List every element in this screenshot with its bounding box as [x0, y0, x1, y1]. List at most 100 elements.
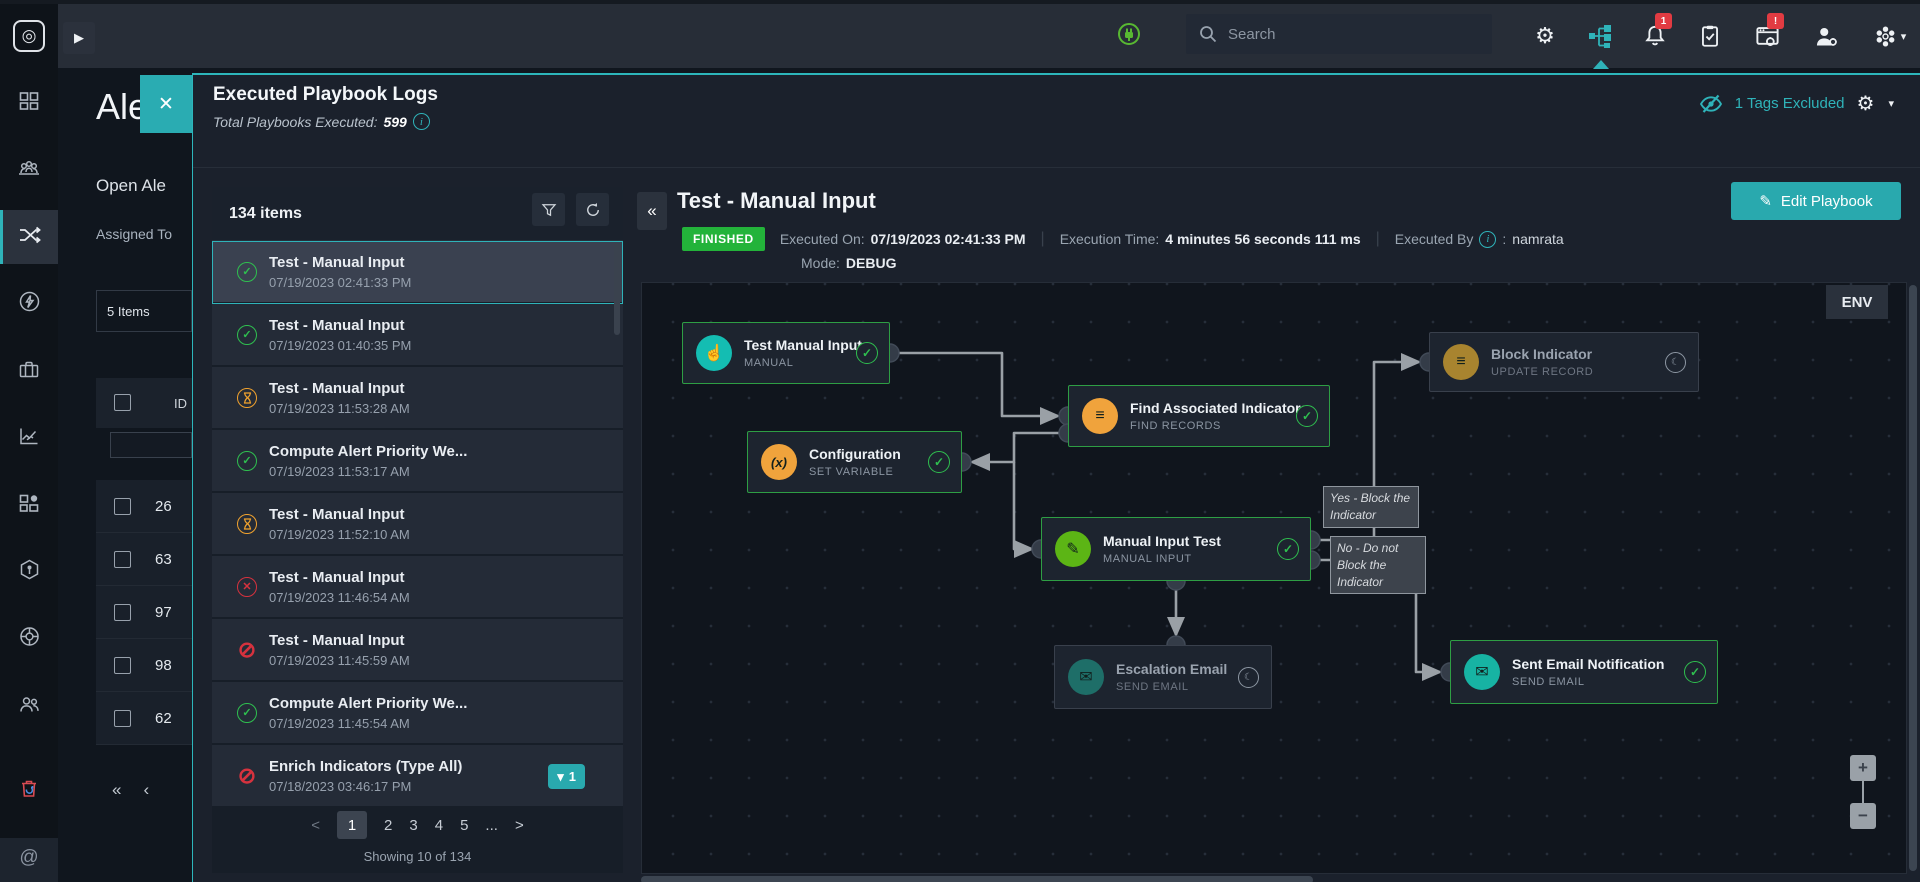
- executed-by-value: namrata: [1512, 231, 1564, 247]
- services-cluster-icon[interactable]: ▾: [1866, 20, 1912, 52]
- sidebar-item-dashboard-grid[interactable]: [0, 76, 58, 130]
- refresh-button[interactable]: [576, 193, 609, 226]
- column-filter-input[interactable]: [110, 432, 192, 458]
- edit-playbook-button[interactable]: ✎ Edit Playbook: [1731, 182, 1901, 220]
- pagination-next[interactable]: >: [514, 816, 524, 834]
- pagination-page[interactable]: 2: [384, 816, 393, 834]
- system-settings-window-icon[interactable]: !: [1751, 13, 1784, 52]
- app-logo[interactable]: ◎: [0, 4, 58, 68]
- select-all-checkbox[interactable]: [114, 394, 131, 411]
- sidebar-item-reports-chart[interactable]: [0, 411, 58, 465]
- pagination-page[interactable]: 4: [434, 816, 444, 834]
- total-executed-value: 599: [383, 113, 407, 130]
- execution-title: Test - Manual Input: [269, 631, 405, 649]
- global-search[interactable]: Search: [1186, 14, 1492, 54]
- row-checkbox[interactable]: [114, 656, 131, 674]
- sidebar-item-case-briefcase[interactable]: [0, 344, 58, 398]
- sidebar-item-automation-flash[interactable]: [0, 277, 58, 331]
- env-button[interactable]: ENV: [1826, 285, 1888, 319]
- connector-status-icon[interactable]: [1115, 20, 1143, 53]
- row-id: 97: [155, 603, 172, 621]
- sidebar-item-recycle-bin[interactable]: [0, 764, 58, 818]
- system-badge: !: [1767, 13, 1784, 29]
- execution-time-value: 4 minutes 56 seconds 111 ms: [1165, 231, 1361, 247]
- sidebar-item-people[interactable]: [0, 679, 58, 733]
- sidebar-item-team-queue[interactable]: [0, 143, 58, 197]
- info-icon[interactable]: i: [412, 113, 430, 130]
- pointer-icon: ☝: [696, 335, 732, 371]
- expand-menu-button[interactable]: ▶: [63, 22, 95, 54]
- sidebar-item-mentions-at[interactable]: @: [0, 831, 58, 882]
- canvas-horizontal-scrollbar[interactable]: [641, 876, 1313, 882]
- page-pagination[interactable]: «‹: [112, 780, 172, 799]
- pagination-page[interactable]: 3: [409, 816, 418, 834]
- open-alerts-link[interactable]: Open Ale: [96, 176, 166, 195]
- playbooks-flow-icon[interactable]: [1584, 20, 1616, 52]
- sidebar-item-hub-wheel[interactable]: [0, 612, 58, 666]
- pencil-icon: ✎: [1759, 193, 1772, 210]
- eye-slash-icon[interactable]: [1699, 93, 1723, 115]
- sidebar-item-widgets[interactable]: [0, 478, 58, 532]
- executed-by-info-icon[interactable]: i: [1479, 230, 1497, 248]
- items-count-box: 5 Items: [96, 290, 192, 332]
- table-row[interactable]: 97: [96, 586, 192, 639]
- pagination-ellipsis[interactable]: ...: [485, 816, 498, 834]
- list-scrollbar[interactable]: [614, 243, 620, 335]
- pagination-page[interactable]: 5: [460, 816, 469, 834]
- success-check-icon: ✓: [237, 450, 257, 471]
- tags-excluded-label[interactable]: 1 Tags Excluded: [1734, 95, 1845, 112]
- notifications-bell-icon[interactable]: 1: [1639, 13, 1672, 52]
- sidebar-footer: [0, 838, 58, 882]
- row-checkbox[interactable]: [114, 550, 131, 568]
- canvas-vertical-scrollbar[interactable]: [1909, 285, 1917, 871]
- sidebar-item-incident-shuffle[interactable]: [0, 210, 58, 264]
- execution-list-item[interactable]: ✓Compute Alert Priority We...07/19/2023 …: [212, 682, 623, 745]
- row-checkbox[interactable]: [114, 603, 131, 621]
- pending-input-badge[interactable]: ▾1: [548, 764, 585, 789]
- collapse-panel-button[interactable]: «: [637, 192, 667, 230]
- table-row[interactable]: 63: [96, 533, 192, 586]
- zoom-in-button[interactable]: +: [1850, 755, 1876, 781]
- node-title: Manual Input Test: [1103, 533, 1221, 549]
- tasks-clipboard-icon[interactable]: [1694, 20, 1726, 52]
- settings-gear-icon[interactable]: ⚙: [1535, 23, 1555, 48]
- pagination-page-active[interactable]: 1: [337, 811, 368, 839]
- assigned-to-tab[interactable]: Assigned To: [96, 226, 173, 242]
- execution-list-item[interactable]: ⊘Enrich Indicators (Type All)07/18/2023 …: [212, 745, 623, 808]
- pagination-prev[interactable]: <: [311, 816, 321, 834]
- table-row[interactable]: 26: [96, 480, 192, 533]
- row-checkbox[interactable]: [114, 709, 131, 727]
- incident-shuffle-icon: [17, 224, 41, 251]
- table-row[interactable]: 62: [96, 692, 192, 745]
- user-admin-icon[interactable]: [1810, 20, 1842, 52]
- variable-icon: (x): [761, 444, 797, 480]
- row-checkbox[interactable]: [114, 497, 131, 515]
- execution-date: 07/19/2023 11:53:28 AM: [269, 400, 410, 416]
- modal-gear-icon[interactable]: ⚙: [1856, 93, 1875, 115]
- execution-title: Compute Alert Priority We...: [269, 442, 468, 460]
- close-button[interactable]: ✕: [140, 75, 192, 133]
- sidebar-item-asset-hexagon[interactable]: [0, 545, 58, 599]
- filter-button[interactable]: [532, 193, 565, 226]
- node-success-icon: ✓: [928, 451, 950, 473]
- logo-icon: ◎: [13, 20, 45, 52]
- execution-list-item[interactable]: ✓Compute Alert Priority We...07/19/2023 …: [212, 430, 623, 493]
- zoom-out-button[interactable]: −: [1850, 803, 1876, 829]
- table-row[interactable]: 98: [96, 639, 192, 692]
